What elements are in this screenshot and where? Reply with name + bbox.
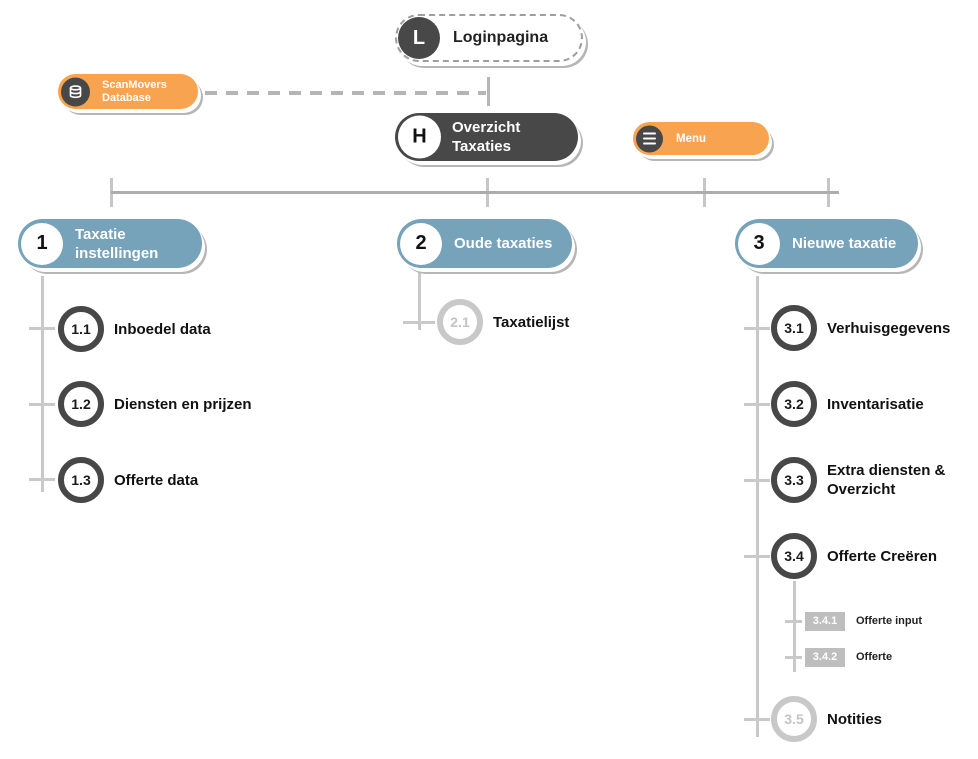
item-3-1-number: 3.1 bbox=[771, 305, 817, 351]
item-2-1-label: Taxatielijst bbox=[493, 313, 570, 331]
tick-item-1-3 bbox=[29, 478, 55, 481]
item-3-3-label: Extra diensten & Overzicht bbox=[827, 462, 946, 498]
tick-item-1-1 bbox=[29, 327, 55, 330]
item-3-4-1-label: Offerte input bbox=[856, 615, 922, 627]
item-3-4-number: 3.4 bbox=[771, 533, 817, 579]
home-badge: H bbox=[398, 115, 441, 159]
database-label: ScanMovers Database bbox=[102, 78, 167, 104]
item-3-4-1-number: 3.4.1 bbox=[805, 611, 845, 631]
node-branch-2-oude-taxaties: 2 Oude taxaties bbox=[397, 219, 572, 268]
branch-1-label: Taxatie instellingen bbox=[75, 225, 159, 262]
node-item-3-1: 3.1 Verhuisgegevens bbox=[771, 305, 950, 351]
connector-login-home bbox=[487, 77, 490, 106]
tick-item-1-2 bbox=[29, 403, 55, 406]
tick-item-3-4-2 bbox=[785, 656, 802, 659]
item-3-4-2-number: 3.4.2 bbox=[805, 647, 845, 667]
item-3-2-number: 3.2 bbox=[771, 381, 817, 427]
menu-bar bbox=[643, 142, 656, 145]
tick-item-2-1 bbox=[403, 321, 435, 324]
home-label: Overzicht Taxaties bbox=[452, 119, 521, 155]
node-login-page: L Loginpagina bbox=[395, 14, 583, 62]
login-label: Loginpagina bbox=[453, 29, 549, 46]
branch-3-label: Nieuwe taxatie bbox=[792, 235, 897, 252]
item-3-2-label: Inventarisatie bbox=[827, 395, 924, 413]
database-icon bbox=[68, 84, 83, 99]
menu-bar bbox=[643, 132, 656, 135]
node-item-2-1: 2.1 Taxatielijst bbox=[437, 299, 569, 345]
item-3-4-label: Offerte Creëren bbox=[827, 547, 938, 565]
item-1-1-label: Inboedel data bbox=[114, 320, 211, 338]
branch-3-line bbox=[756, 276, 759, 737]
node-branch-3-nieuwe-taxatie: 3 Nieuwe taxatie bbox=[735, 219, 918, 268]
branch-2-line bbox=[418, 272, 421, 330]
item-3-5-label: Notities bbox=[827, 710, 883, 728]
node-menu: Menu bbox=[633, 122, 769, 155]
menu-icon bbox=[636, 125, 663, 152]
branch-1-number: 1 bbox=[21, 222, 63, 265]
tick-item-3-4-1 bbox=[785, 620, 802, 623]
database-badge bbox=[61, 77, 90, 106]
node-item-3-4: 3.4 Offerte Creëren bbox=[771, 533, 937, 579]
item-1-1-number: 1.1 bbox=[58, 306, 104, 352]
tick-item-3-2 bbox=[744, 403, 770, 406]
tick-item-3-5 bbox=[744, 718, 770, 721]
tick-item-3-3 bbox=[744, 479, 770, 482]
node-item-3-2: 3.2 Inventarisatie bbox=[771, 381, 924, 427]
item-3-1-label: Verhuisgegevens bbox=[827, 319, 951, 337]
branch-2-label: Oude taxaties bbox=[454, 235, 553, 252]
tick-item-3-4 bbox=[744, 555, 770, 558]
menu-label: Menu bbox=[676, 132, 707, 145]
node-overzicht-taxaties: H Overzicht Taxaties bbox=[395, 113, 578, 161]
connector-database-dashed bbox=[205, 91, 486, 95]
branch-2-number: 2 bbox=[400, 222, 442, 265]
main-horizontal-line bbox=[111, 191, 839, 194]
node-item-1-3: 1.3 Offerte data bbox=[58, 457, 198, 503]
node-item-3-4-1: 3.4.1 Offerte input bbox=[805, 611, 922, 631]
item-1-2-number: 1.2 bbox=[58, 381, 104, 427]
item-3-3-number: 3.3 bbox=[771, 457, 817, 503]
node-scanmovers-database: ScanMovers Database bbox=[58, 74, 198, 109]
login-badge: L bbox=[398, 17, 440, 59]
item-2-1-number: 2.1 bbox=[437, 299, 483, 345]
item-1-2-label: Diensten en prijzen bbox=[114, 395, 252, 413]
tick-item-3-1 bbox=[744, 327, 770, 330]
node-item-1-1: 1.1 Inboedel data bbox=[58, 306, 211, 352]
item-3-5-number: 3.5 bbox=[771, 696, 817, 742]
branch-3-number: 3 bbox=[738, 222, 780, 265]
item-3-4-2-label: Offerte bbox=[856, 651, 893, 663]
branch-3-4-subline bbox=[793, 581, 796, 672]
node-item-3-5: 3.5 Notities bbox=[771, 696, 882, 742]
item-1-3-label: Offerte data bbox=[114, 471, 199, 489]
item-1-3-number: 1.3 bbox=[58, 457, 104, 503]
node-item-3-3: 3.3 Extra diensten & Overzicht bbox=[771, 457, 978, 503]
node-item-1-2: 1.2 Diensten en prijzen bbox=[58, 381, 252, 427]
branch-1-line bbox=[41, 276, 44, 492]
node-branch-1-taxatie-instellingen: 1 Taxatie instellingen bbox=[18, 219, 202, 268]
node-item-3-4-2: 3.4.2 Offerte bbox=[805, 647, 892, 667]
menu-bar bbox=[643, 137, 656, 140]
